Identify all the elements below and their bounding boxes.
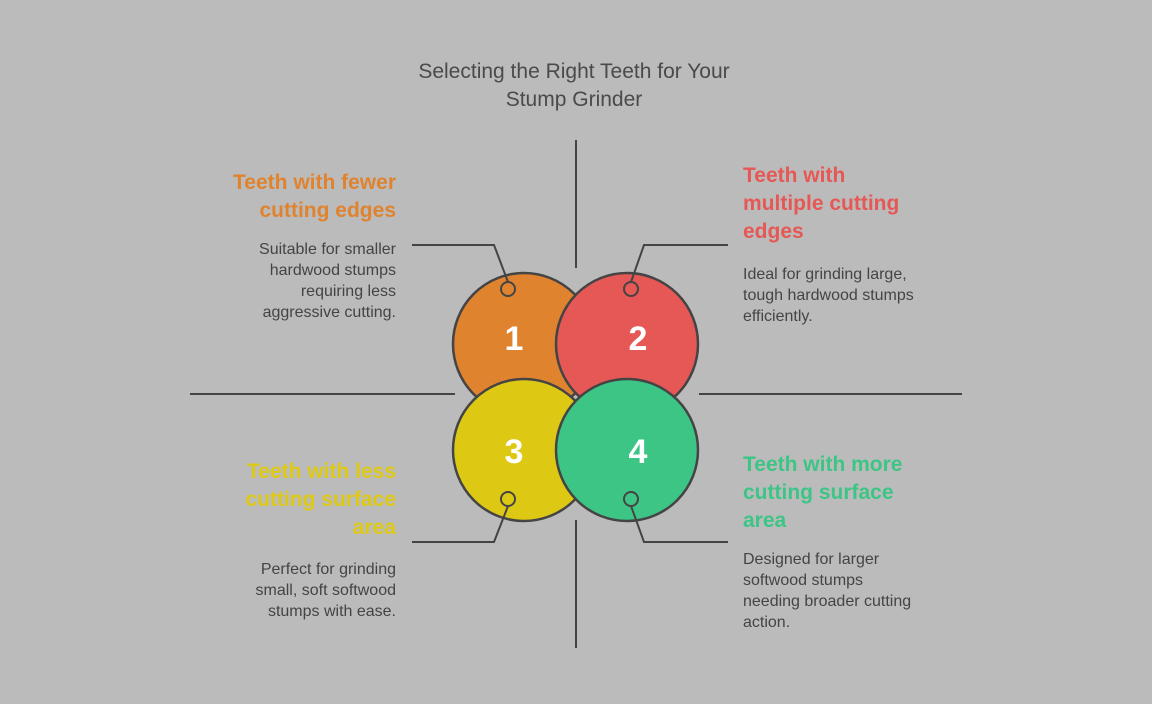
connector-dot-1 — [500, 281, 516, 297]
item-4-desc-line-4: action. — [743, 614, 791, 631]
item-2-desc-line-2: tough hardwood stumps — [743, 287, 914, 304]
item-1-desc-line-4: aggressive cutting. — [262, 304, 396, 321]
connector-dot-4 — [623, 491, 639, 507]
item-4-heading-line-2: cutting surface — [743, 481, 894, 504]
connector-dot-2 — [623, 281, 639, 297]
number-4: 4 — [629, 433, 648, 471]
item-3-desc-line-2: small, soft softwood — [255, 582, 397, 599]
item-4-desc-line-2: softwood stumps — [743, 572, 864, 589]
item-3-heading-line-2: cutting surface — [245, 488, 396, 511]
item-2-desc-line-1: Ideal for grinding large, — [743, 266, 907, 283]
item-2-heading-line-1: Teeth with — [743, 164, 846, 187]
item-3-heading: Teeth with less cutting surface area — [150, 458, 396, 542]
item-3-description: Perfect for grinding small, soft softwoo… — [150, 559, 397, 622]
circle-4 — [554, 377, 700, 523]
connector-4 — [630, 505, 728, 543]
item-1-desc-line-2: hardwood stumps — [269, 262, 396, 279]
item-3-desc-line-1: Perfect for grinding — [260, 561, 396, 578]
title-line-1: Selecting the Right Teeth for Your — [418, 60, 730, 83]
item-4-heading-line-3: area — [743, 509, 787, 532]
item-3-desc-line-3: stumps with ease. — [267, 603, 396, 620]
item-1-description: Suitable for smaller hardwood stumps req… — [150, 239, 396, 323]
diagram-title: Selecting the Right Teeth for Your Stump… — [374, 58, 774, 114]
item-2-heading-line-3: edges — [743, 220, 804, 243]
item-4-heading-line-1: Teeth with more — [743, 453, 903, 476]
item-4-desc-line-1: Designed for larger — [743, 551, 880, 568]
number-3: 3 — [505, 433, 524, 471]
connector-2 — [630, 244, 728, 283]
item-4-desc-line-3: needing broader cutting — [743, 593, 912, 610]
item-3-heading-line-1: Teeth with less — [247, 460, 396, 483]
item-1-heading-line-2: cutting edges — [259, 199, 396, 222]
item-4-description: Designed for larger softwood stumps need… — [743, 549, 1003, 633]
item-3-heading-line-3: area — [352, 516, 396, 539]
title-line-2: Stump Grinder — [505, 88, 643, 111]
connector-dot-3 — [500, 491, 516, 507]
item-1-heading-line-1: Teeth with fewer — [233, 171, 396, 194]
number-2: 2 — [629, 320, 648, 358]
item-2-desc-line-3: efficiently. — [743, 308, 813, 325]
item-1-desc-line-1: Suitable for smaller — [259, 241, 396, 258]
item-1-heading: Teeth with fewer cutting edges — [150, 169, 396, 225]
item-2-heading: Teeth with multiple cutting edges — [743, 162, 1003, 246]
item-4-heading: Teeth with more cutting surface area — [743, 451, 1003, 535]
number-1: 1 — [505, 320, 524, 358]
item-2-heading-line-2: multiple cutting — [743, 192, 900, 215]
connector-1 — [412, 244, 509, 283]
item-1-desc-line-3: requiring less — [300, 283, 396, 300]
item-2-description: Ideal for grinding large, tough hardwood… — [743, 264, 1003, 327]
connector-3 — [412, 505, 509, 543]
